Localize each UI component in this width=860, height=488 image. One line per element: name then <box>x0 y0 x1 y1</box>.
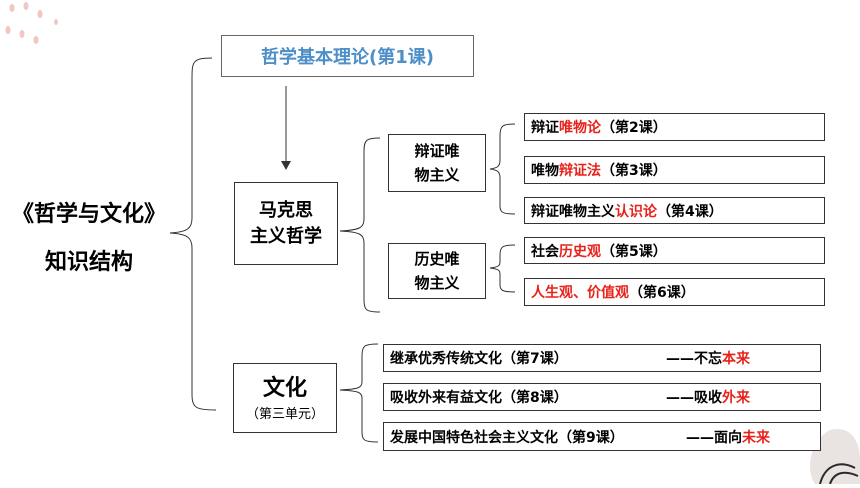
lesson-3: 唯物辩证法（第3课） <box>524 156 825 184</box>
lesson-2-pre: 辩证 <box>531 120 559 136</box>
lesson-4: 辩证唯物主义认识论（第4课） <box>524 197 825 224</box>
lesson-2: 辩证唯物论（第2课） <box>524 113 825 141</box>
lesson-3-post: （第3课） <box>601 163 667 179</box>
culture-lesson-9-text: 发展中国特色社会主义文化（第9课） <box>390 429 624 446</box>
lesson-5-post: （第5课） <box>601 243 667 260</box>
top-box-label: 哲学基本理论(第1课) <box>261 47 434 68</box>
arrow-head <box>281 161 291 170</box>
diagram-subtitle: 知识结构 <box>44 250 133 275</box>
decor-blob <box>800 420 860 485</box>
lesson-5-hl: 历史观 <box>559 243 601 260</box>
historical-box: 历史唯 物主义 <box>388 243 486 299</box>
culture-lesson-8: 吸收外来有益文化（第8课） ——吸收外来 <box>383 383 821 411</box>
culture-lesson-8-text: 吸收外来有益文化（第8课） <box>390 390 568 406</box>
culture-lesson-7: 继承优秀传统文化（第7课） ——不忘本来 <box>383 344 821 372</box>
diagram-title: 《哲学与文化》 <box>11 202 166 227</box>
lesson-6-post: （第6课） <box>629 285 695 301</box>
culture-sub: （第三单元） <box>245 406 324 422</box>
lesson-4-post: （第4课） <box>657 203 723 220</box>
lesson-6: 人生观、价值观（第6课） <box>524 278 825 306</box>
culture-lesson-9-hl: 未来 <box>742 429 770 446</box>
culture-lesson-8-dash: ——吸收 <box>666 390 722 406</box>
lesson-4-pre: 辩证唯物主义 <box>531 203 615 220</box>
lesson-5: 社会历史观（第5课） <box>524 237 825 264</box>
decor-dots <box>0 0 70 50</box>
dialectical-line1: 辩证唯 <box>414 142 460 160</box>
marx-line2: 主义哲学 <box>250 225 322 247</box>
dialectical-line2: 物主义 <box>414 166 460 184</box>
historical-line1: 历史唯 <box>414 250 460 268</box>
culture-lesson-9-dash: ——面向 <box>686 429 742 446</box>
marx-box: 马克思 主义哲学 <box>234 182 338 265</box>
culture-title: 文化 <box>262 375 307 401</box>
culture-lesson-7-dash: ——不忘 <box>666 351 722 367</box>
marx-line1: 马克思 <box>259 199 313 221</box>
lesson-4-hl: 认识论 <box>615 203 657 220</box>
lesson-2-post: （第2课） <box>601 120 667 136</box>
lesson-5-pre: 社会 <box>531 243 559 260</box>
lesson-3-hl: 辩证法 <box>559 163 601 179</box>
historical-line2: 物主义 <box>414 274 460 292</box>
culture-box: 文化 （第三单元） <box>233 363 337 433</box>
culture-lesson-9: 发展中国特色社会主义文化（第9课） ——面向未来 <box>383 422 821 451</box>
culture-lesson-7-text: 继承优秀传统文化（第7课） <box>390 351 568 367</box>
dialectical-box: 辩证唯 物主义 <box>388 134 486 192</box>
top-box: 哲学基本理论(第1课) <box>221 35 474 77</box>
lesson-6-hl: 人生观、价值观 <box>531 285 629 301</box>
culture-lesson-8-hl: 外来 <box>722 390 750 406</box>
lesson-3-pre: 唯物 <box>531 163 559 179</box>
culture-lesson-7-hl: 本来 <box>722 351 750 367</box>
lesson-2-hl: 唯物论 <box>559 120 601 136</box>
